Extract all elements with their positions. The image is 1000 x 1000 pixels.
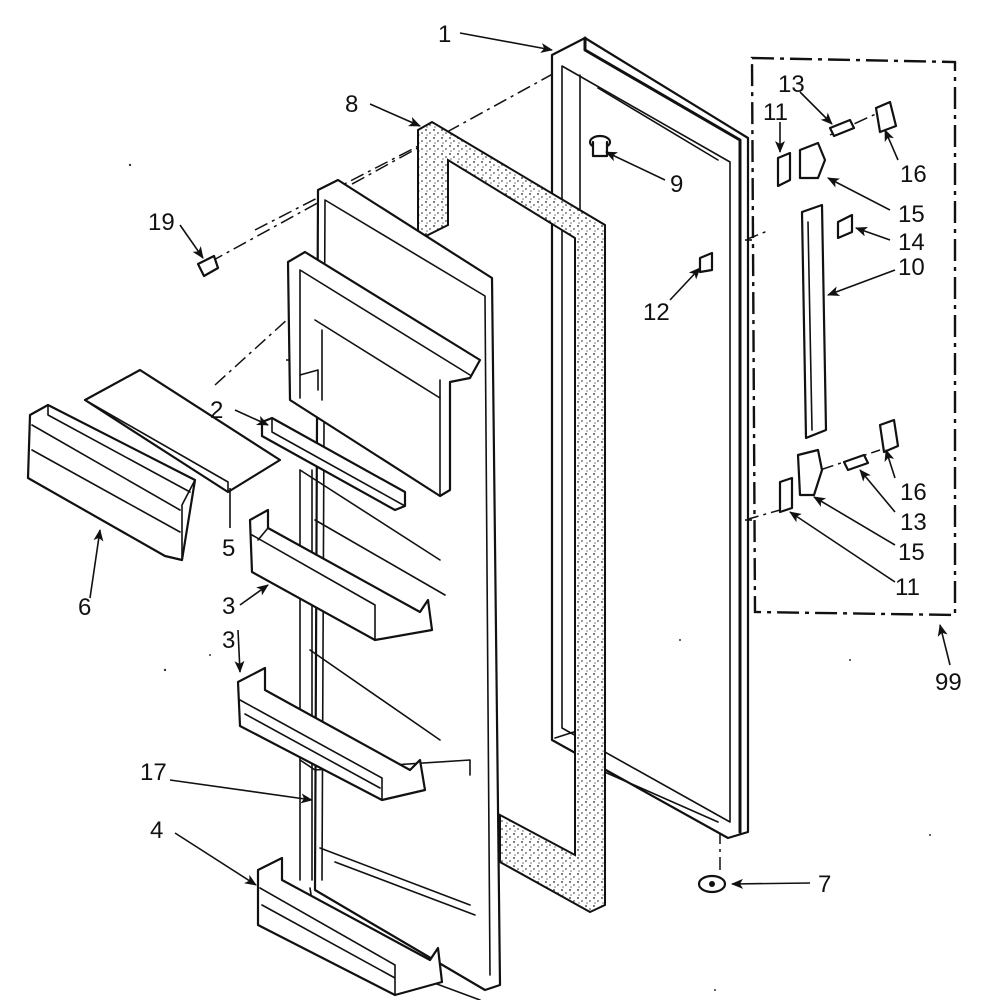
callout-99: 99 xyxy=(935,669,962,696)
callout-11-upper: 11 xyxy=(763,99,788,126)
callout-13-upper: 13 xyxy=(778,71,805,98)
screw-part-19 xyxy=(196,254,220,278)
callout-16-lower: 16 xyxy=(900,479,927,506)
callout-13-lower: 13 xyxy=(900,509,927,536)
dairy-door xyxy=(26,403,197,562)
callout-9: 9 xyxy=(670,171,683,198)
pad-part-14 xyxy=(836,213,854,240)
spacer-upper xyxy=(776,151,792,188)
callout-1: 1 xyxy=(438,21,451,48)
plug-part-9 xyxy=(588,134,612,158)
callout-17: 17 xyxy=(140,759,167,786)
door-gasket xyxy=(417,120,606,914)
callout-6: 6 xyxy=(78,594,91,621)
scan-specks xyxy=(128,163,931,991)
leader-lines xyxy=(89,32,951,889)
callout-4: 4 xyxy=(150,817,163,844)
end-cap-upper xyxy=(798,141,827,180)
handle-fasteners xyxy=(776,100,900,514)
dairy-compartment xyxy=(286,250,482,498)
callout-12: 12 xyxy=(643,299,670,326)
liner-inner-walls xyxy=(299,469,476,916)
callout-5: 5 xyxy=(222,535,235,562)
screw-upper xyxy=(828,118,856,138)
door-shelf-upper xyxy=(248,508,434,642)
callout-2: 2 xyxy=(210,397,223,424)
spacer-lower xyxy=(778,476,794,514)
door-bin-bottom xyxy=(256,856,444,997)
door-shelf-lower xyxy=(236,666,427,802)
callout-labels: 1 8 9 19 12 2 5 6 3 3 17 4 7 13 11 16 15… xyxy=(78,21,962,898)
callout-15-upper: 15 xyxy=(898,201,925,228)
small-fasteners xyxy=(196,134,727,894)
shelf-retainer-bar xyxy=(260,416,407,512)
callout-16-upper: 16 xyxy=(900,161,927,188)
callout-8: 8 xyxy=(345,91,358,118)
callout-7: 7 xyxy=(818,871,831,898)
door-handle xyxy=(800,203,828,440)
callout-10: 10 xyxy=(898,254,925,281)
trim-cap-upper xyxy=(874,100,898,134)
trim-cap-lower xyxy=(878,418,900,454)
callout-3-lower: 3 xyxy=(222,627,235,654)
callout-19: 19 xyxy=(148,209,175,236)
callout-15-lower: 15 xyxy=(898,539,925,566)
end-cap-lower xyxy=(796,448,824,497)
handle-kit-box xyxy=(745,56,957,617)
callout-3-upper: 3 xyxy=(222,593,235,620)
screw-lower xyxy=(842,453,870,472)
door-stop-part-7 xyxy=(697,874,727,894)
callout-11-lower: 11 xyxy=(895,574,920,601)
callout-14: 14 xyxy=(898,229,925,256)
dairy-door-cover xyxy=(83,368,282,494)
